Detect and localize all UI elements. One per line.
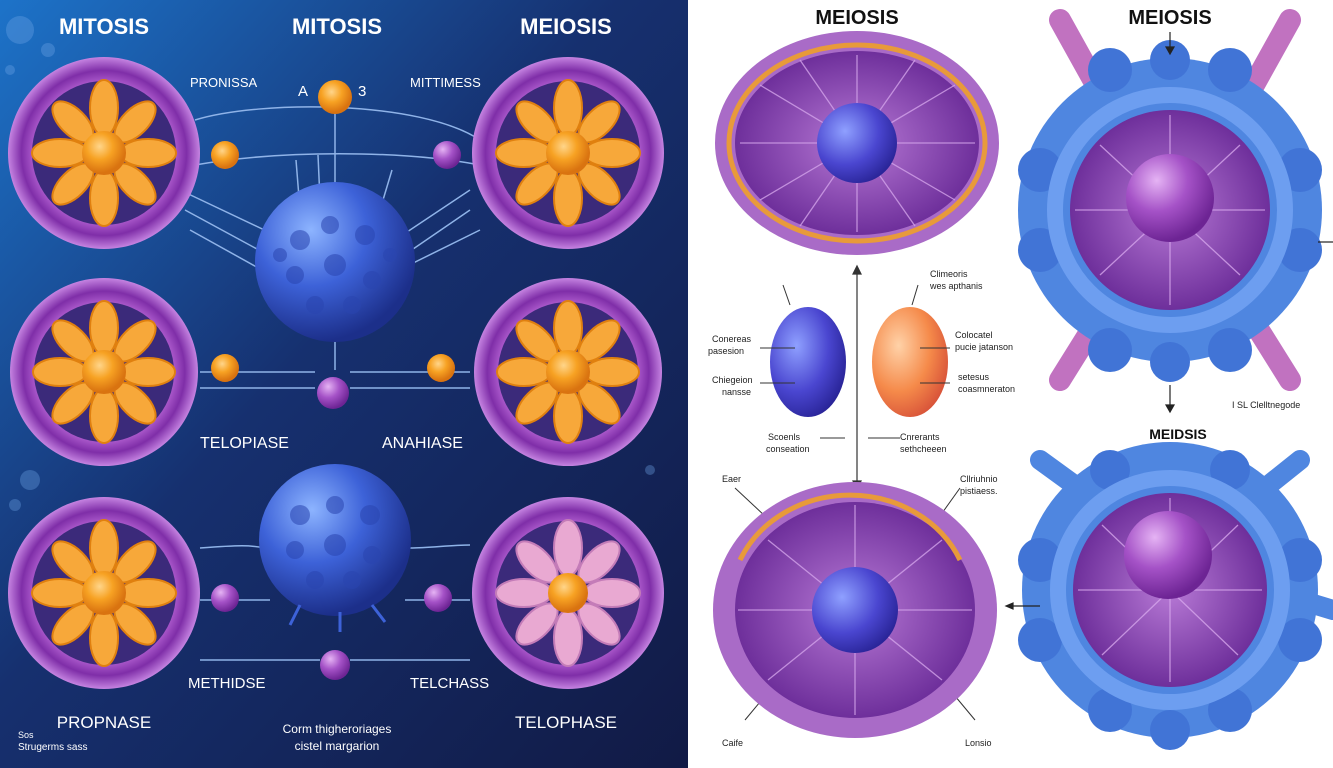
blue-cell-bottom-right [1018, 442, 1333, 750]
label-right-mid-b: pistiaess. [960, 486, 998, 496]
cell-bottom-left [8, 497, 200, 689]
nucleus [82, 571, 126, 615]
small-orange-balls [211, 80, 455, 382]
label-top-right-b: wes apthanis [929, 281, 983, 291]
label-top-right-a: Climeoris [930, 269, 968, 279]
nucleus [812, 567, 898, 653]
caption-line-2: cistel margarion [295, 739, 380, 753]
cell-prophase-top-left [8, 57, 200, 249]
nucleus [82, 350, 126, 394]
label-left-a: Conereas [712, 334, 752, 344]
label-right-c: setesus [958, 372, 990, 382]
orange-egg-cell [872, 307, 948, 417]
right-heading-meiosis-2: MEIOSIS [1128, 7, 1211, 29]
blue-egg-cell [770, 307, 846, 417]
nucleus [817, 103, 897, 183]
left-panel: MITOSIS MITOSIS MEIOSIS PRONISSA A 3 MIT… [0, 0, 688, 768]
label-far-right: I SL Clelltnegode [1232, 400, 1300, 410]
label-telophase-right: TELOPHASE [515, 713, 617, 732]
oval-cell-bottom [713, 482, 997, 738]
blue-chromatin-cluster-bottom [259, 464, 411, 632]
heading-meiosis: MEIOSIS [520, 14, 612, 39]
label-bottom-left-a: Scoenls [768, 432, 801, 442]
blue-cell-top-right [1018, 9, 1322, 391]
label-bottom-right-b: sethcheeen [900, 444, 947, 454]
label-bottom-right-a: Cnrerants [900, 432, 940, 442]
label-left-b: pasesion [708, 346, 744, 356]
label-eaer: Eaer [722, 474, 741, 484]
label-mittimess: MITTIMESS [410, 75, 481, 90]
label-right-mid-a: Cllriuhnio [960, 474, 998, 484]
label-pronissa: PRONISSA [190, 75, 258, 90]
label-right-a: Colocatel [955, 330, 993, 340]
nucleus [548, 573, 588, 613]
right-panel: MEIOSIS MEIOSIS MEIDSIS [688, 0, 1333, 768]
heading-mitosis-1: MITOSIS [59, 14, 149, 39]
small-purple-balls [211, 141, 461, 680]
bubbles-decoration [5, 16, 655, 511]
nucleus [1126, 154, 1214, 242]
right-panel-labels: Climeoris wes apthanis Conereas pasesion… [708, 269, 1300, 748]
label-anahiase: ANAHIASE [382, 435, 463, 452]
label-telchass: TELCHASS [410, 675, 489, 692]
nucleus [546, 131, 590, 175]
cell-mid-right [474, 278, 662, 466]
label-bottom-left-b: conseation [766, 444, 810, 454]
blue-chromatin-cluster-top [255, 182, 415, 342]
label-bottom-corner-left: Caife [722, 738, 743, 748]
label-a: A [298, 83, 308, 100]
label-right-b: pucie jatanson [955, 342, 1013, 352]
small-arrows [1004, 32, 1333, 610]
right-heading-meiosis-1: MEIOSIS [815, 7, 898, 29]
oval-cell-top [715, 31, 999, 255]
label-bottom-corner-right: Lonsio [965, 738, 992, 748]
right-heading-meidsis: MEIDSIS [1149, 426, 1207, 442]
corner-note-line-1: Sos [18, 730, 34, 740]
cell-telophase-mid-left [10, 278, 198, 466]
caption-line-1: Corm thigheroriages [283, 722, 392, 736]
corner-note-line-2: Strugerms sass [18, 742, 87, 753]
label-right-d: coasmneraton [958, 384, 1015, 394]
nucleus [1124, 511, 1212, 599]
label-telophase-left: TELOPIASE [200, 435, 289, 452]
label-methidse: METHIDSE [188, 675, 266, 692]
label-prophase: PROPNASE [57, 713, 151, 732]
nucleus [546, 350, 590, 394]
label-left-d: nansse [722, 387, 751, 397]
cell-bottom-right-pink [472, 497, 664, 689]
label-left-c: Chiegeion [712, 375, 753, 385]
label-three: 3 [358, 83, 366, 100]
heading-mitosis-2: MITOSIS [292, 14, 382, 39]
nucleus [82, 131, 126, 175]
cell-top-right [472, 57, 664, 249]
